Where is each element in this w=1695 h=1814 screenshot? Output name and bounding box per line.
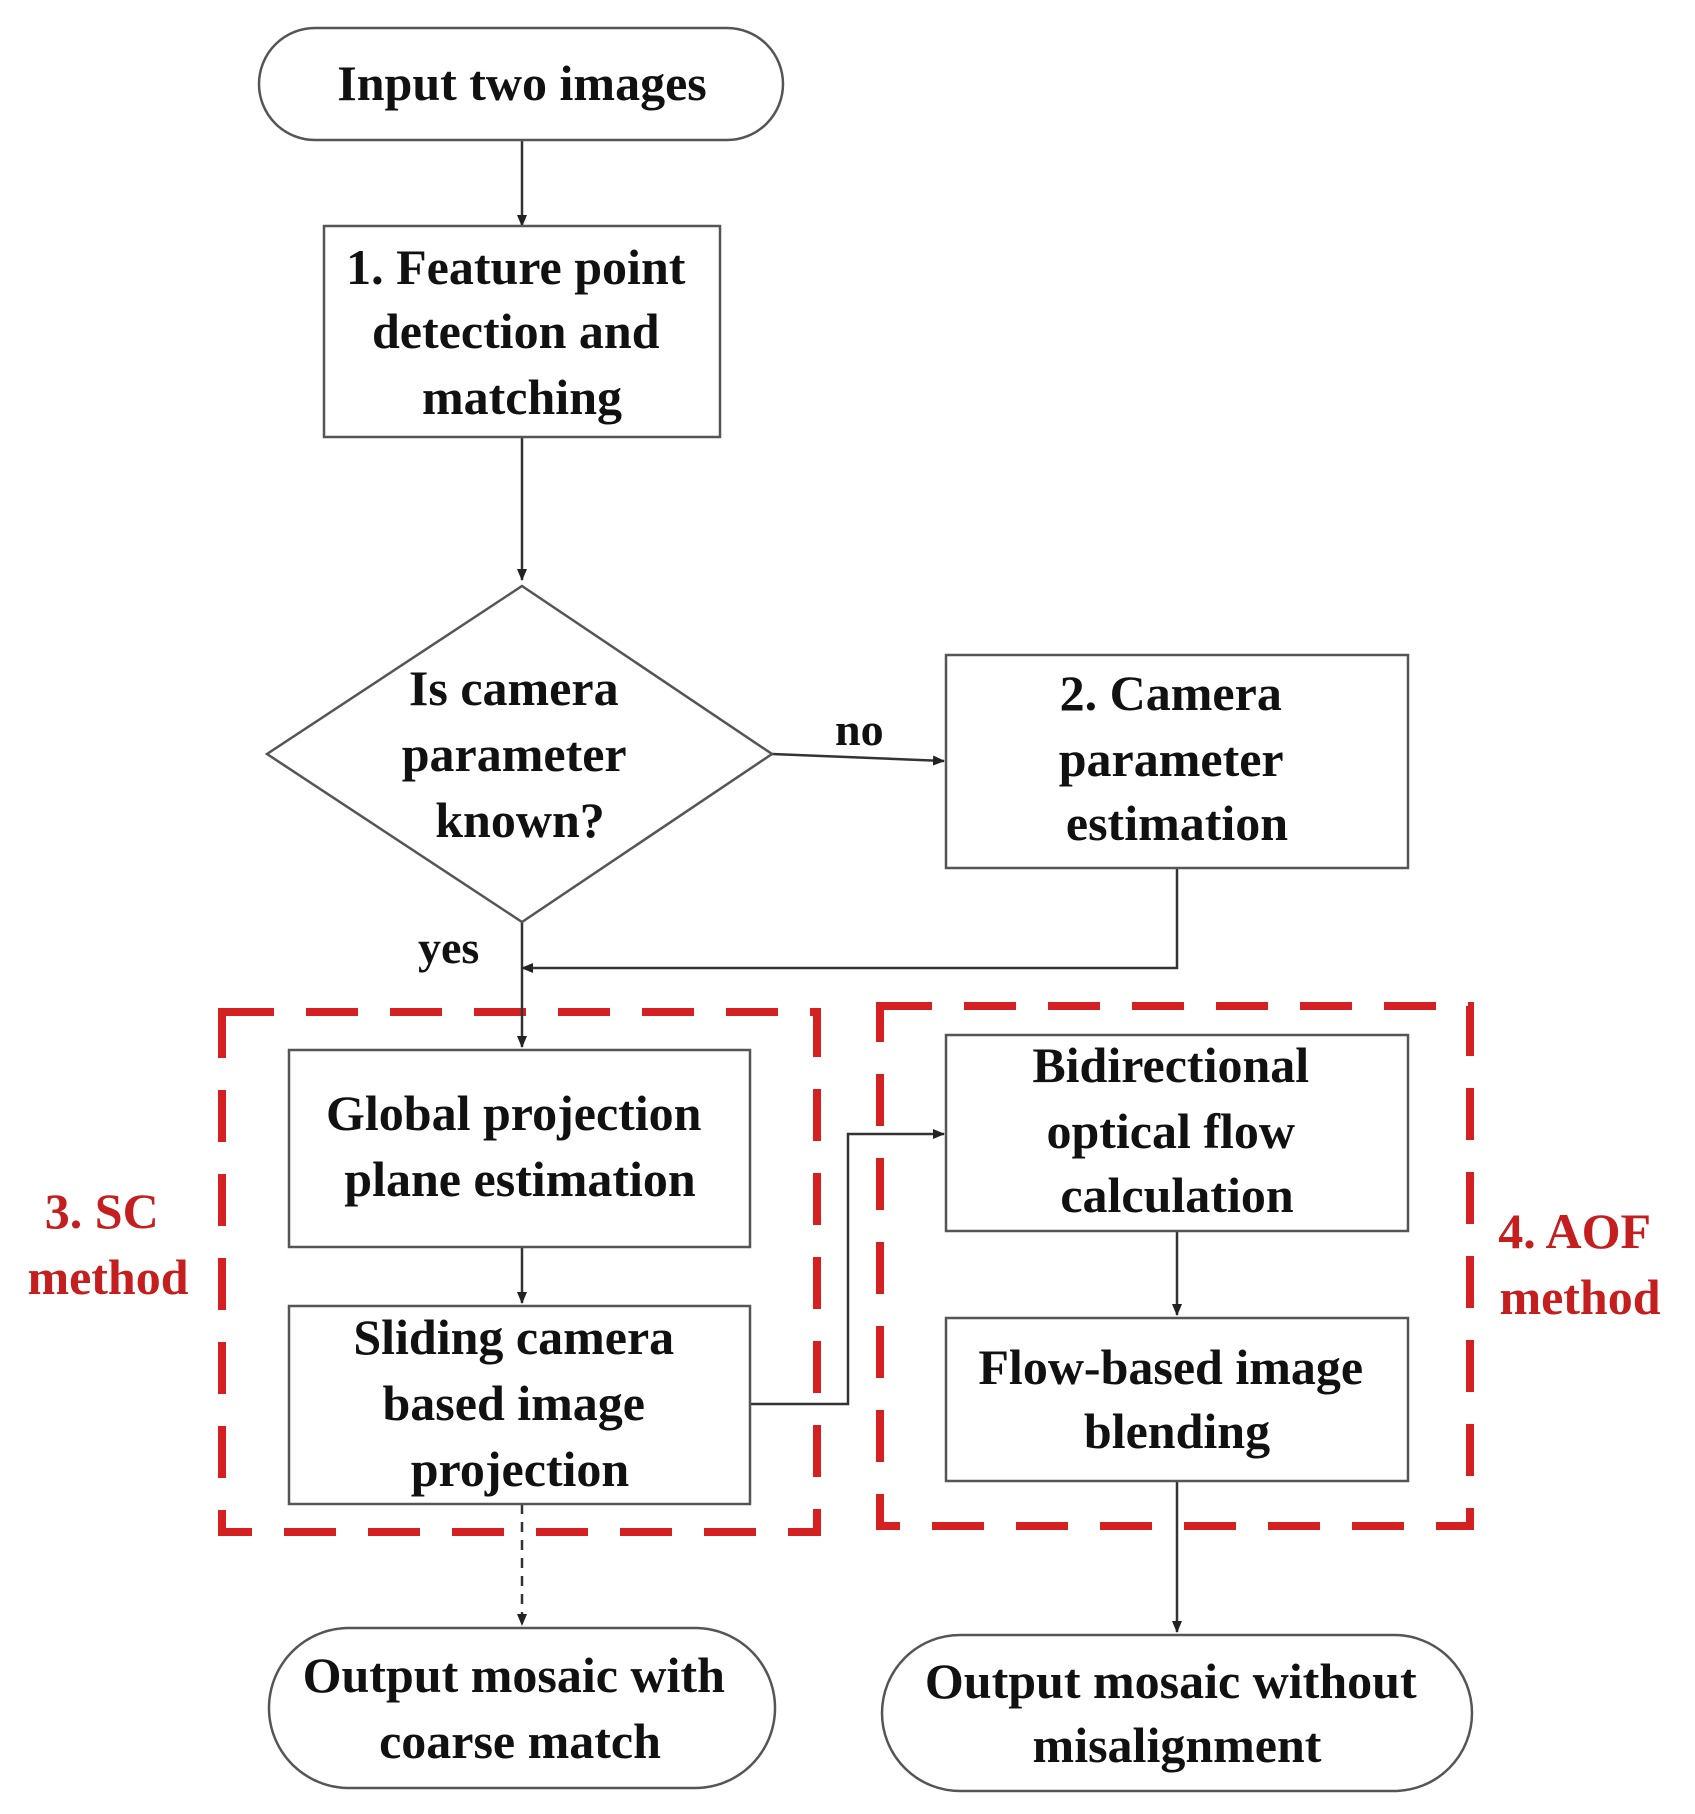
decision-node [264, 584, 775, 924]
output-final-node [880, 1633, 1474, 1793]
edge-label-yes: yes [418, 922, 479, 973]
sc-method-label: 3. SC method [27, 1183, 188, 1305]
bidirectional-flow-node [944, 1033, 1410, 1233]
camera-estimation-node [944, 653, 1410, 870]
edge-camera-est-merge [521, 868, 1179, 973]
flow-blending-label: Flow-based image blending [978, 1339, 1375, 1459]
aof-method-label: 4. AOF method [1498, 1203, 1661, 1325]
feature-detection-node [322, 224, 722, 439]
edge-label-no: no [835, 704, 884, 755]
input-node [257, 26, 785, 142]
aof-method-group [876, 1002, 1474, 1530]
feature-detection-label: 1. Feature point detection and matching [346, 239, 698, 425]
bidirectional-flow-label: Bidirectional optical flow calculation [1032, 1037, 1321, 1223]
global-plane-node [287, 1048, 752, 1249]
output-final-label: Output mosaic without misalignment [925, 1653, 1429, 1773]
edge-decision-no [771, 752, 945, 766]
global-plane-label: Global projection plane estimation [326, 1085, 714, 1207]
camera-estimation-label: 2. Camera parameter estimation [1059, 665, 1295, 851]
input-node-label: Input two images [337, 55, 706, 111]
decision-label: Is camera parameter known? [402, 660, 638, 848]
flow-blending-node [944, 1316, 1410, 1483]
output-coarse-label: Output mosaic with coarse match [303, 1647, 738, 1769]
sc-method-group [218, 1008, 821, 1536]
sliding-camera-node [287, 1304, 752, 1506]
output-coarse-node [267, 1626, 777, 1790]
edge-sliding-to-bidirectional [748, 1129, 945, 1406]
sliding-camera-label: Sliding camera based image projection [353, 1309, 686, 1497]
